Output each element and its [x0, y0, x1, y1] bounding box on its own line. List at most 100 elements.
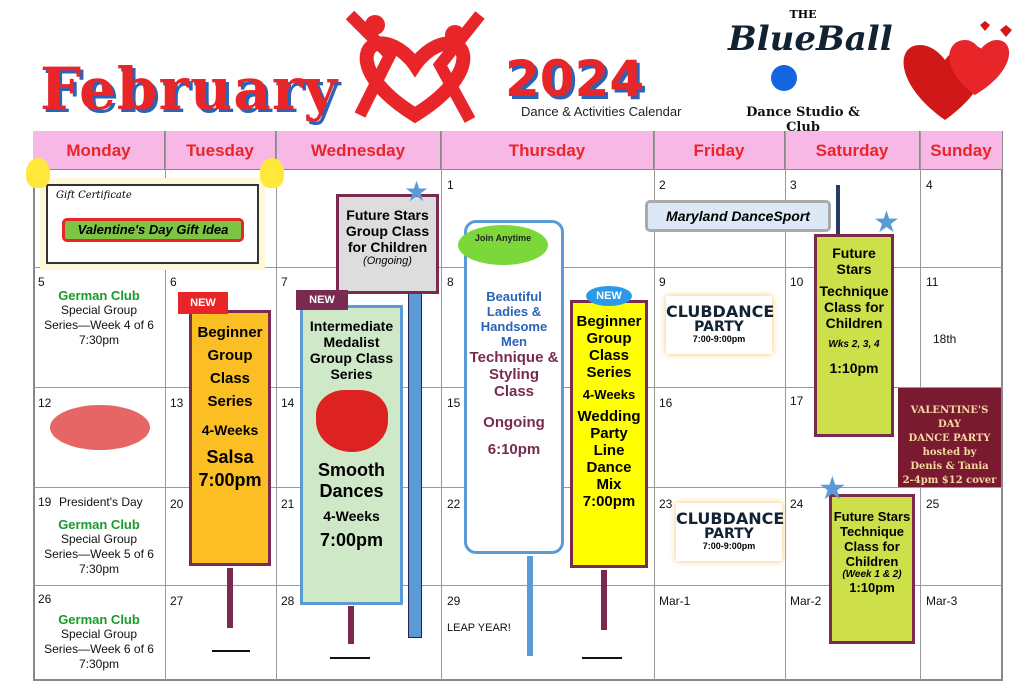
star-icon: ★ — [404, 176, 430, 207]
day-header: Monday — [33, 131, 165, 170]
date: 23 — [659, 497, 673, 511]
month-title: February — [40, 55, 339, 123]
maryland-dancesport-event[interactable]: Maryland DanceSport — [645, 200, 831, 232]
sat-future-stars-event[interactable]: Future Stars Technique Class for Childre… — [829, 494, 915, 644]
german-club-label: German Club — [58, 612, 140, 627]
gift-certificate[interactable]: Gift Certificate Valentine's Day Gift Id… — [40, 178, 265, 270]
year-title: 2024 — [505, 50, 645, 108]
event-style: Wedding Party Line Dance Mix — [577, 408, 641, 493]
event-time: 7:00pm — [319, 530, 384, 550]
date: 11 — [926, 275, 939, 289]
date: 25 — [926, 497, 940, 511]
date: 27 — [170, 594, 184, 608]
new-badge: NEW — [296, 290, 348, 310]
event-time: 7:00pm — [198, 470, 262, 490]
arrow-down-icon — [601, 570, 607, 630]
event-weeks: (Week 1 & 2) — [842, 569, 902, 580]
day-header: Saturday — [785, 131, 920, 170]
time-label: 7:30pm — [78, 657, 120, 671]
date: 3 — [790, 178, 797, 192]
date: 2 — [659, 178, 666, 192]
event-title: Intermediate Medalist Group Class Series — [309, 318, 394, 382]
event-sub: PARTY — [704, 526, 754, 542]
date: 19 — [38, 495, 52, 509]
lightbulb-icon — [260, 158, 284, 188]
join-anytime-badge: Join Anytime — [458, 225, 548, 265]
event-title: Future Stars — [832, 245, 876, 277]
date: 29 — [447, 594, 461, 608]
date: 18th — [933, 332, 957, 346]
date: 1 — [447, 178, 454, 192]
logo-name: BlueBall — [728, 19, 893, 59]
dancers-heart-image — [315, 390, 388, 452]
lightbulb-icon — [26, 158, 50, 188]
arrow-down-icon — [348, 606, 354, 644]
date: 4 — [926, 178, 933, 192]
end-line — [582, 657, 622, 659]
german-club-label: German Club — [58, 517, 140, 532]
grid-line — [654, 131, 655, 681]
event-who: Beautiful Ladies & Handsome Men — [480, 289, 548, 349]
grid-line — [165, 131, 166, 681]
day-header: Wednesday — [276, 131, 441, 170]
event-time: 7:00-9:00pm — [692, 334, 746, 344]
event-note: (Ongoing) — [363, 255, 412, 267]
gift-label: Valentine's Day Gift Idea — [62, 218, 244, 242]
date: 12 — [38, 396, 52, 410]
date: 7 — [281, 275, 288, 289]
day-header: Friday — [654, 131, 785, 170]
star-icon: ★ — [873, 206, 900, 239]
date: 14 — [281, 396, 295, 410]
cupid-heart-image — [50, 405, 150, 450]
new-badge: NEW — [178, 292, 228, 314]
series-label: Special Group — [60, 627, 138, 641]
date: Mar-3 — [926, 594, 958, 608]
gift-title: Gift Certificate — [56, 190, 132, 201]
grid-line — [785, 131, 786, 681]
time-label: 7:30pm — [78, 562, 120, 576]
end-line — [330, 657, 370, 659]
star-icon: ★ — [818, 470, 847, 506]
date: 22 — [447, 497, 461, 511]
logo-the: THE — [789, 8, 817, 21]
date: Mar-1 — [659, 594, 691, 608]
future-stars-wed-event[interactable]: Future Stars Group Class for Children(On… — [336, 194, 439, 294]
arrow-down-icon — [527, 556, 533, 656]
party-line: Denis & Tania — [910, 461, 989, 472]
party-line: hosted by — [922, 447, 977, 458]
date: 15 — [447, 396, 461, 410]
event-title: Beginner Group Class Series — [576, 313, 642, 381]
date: 28 — [281, 594, 295, 608]
grid-line — [33, 585, 1003, 586]
arrow-up-icon — [836, 185, 840, 235]
date: 10 — [790, 275, 804, 289]
date: 6 — [170, 275, 177, 289]
day-header: Thursday — [441, 131, 654, 170]
event-style: Salsa — [206, 447, 254, 467]
gift-frame: Gift Certificate Valentine's Day Gift Id… — [46, 184, 259, 264]
date: 26 — [38, 592, 52, 606]
party-line: 2-4pm $12 cover — [902, 475, 997, 486]
event-time: 7:00-9:00pm — [702, 541, 756, 551]
date: 16 — [659, 396, 673, 410]
series-label: Special Group — [60, 532, 138, 546]
date: Mar-2 — [790, 594, 822, 608]
event-weeks: 4-Weeks — [323, 508, 380, 524]
date: 9 — [659, 275, 666, 289]
week-label: Series—Week 6 of 6 — [44, 642, 154, 656]
wed-intermediate-event[interactable]: Intermediate Medalist Group Class Series… — [300, 305, 403, 605]
new-badge: NEW — [586, 286, 632, 306]
series-label: Special Group — [60, 303, 138, 317]
date: 17 — [790, 394, 804, 408]
event-style: Smooth Dances — [318, 460, 385, 501]
time-label: 7:30pm — [78, 333, 120, 347]
